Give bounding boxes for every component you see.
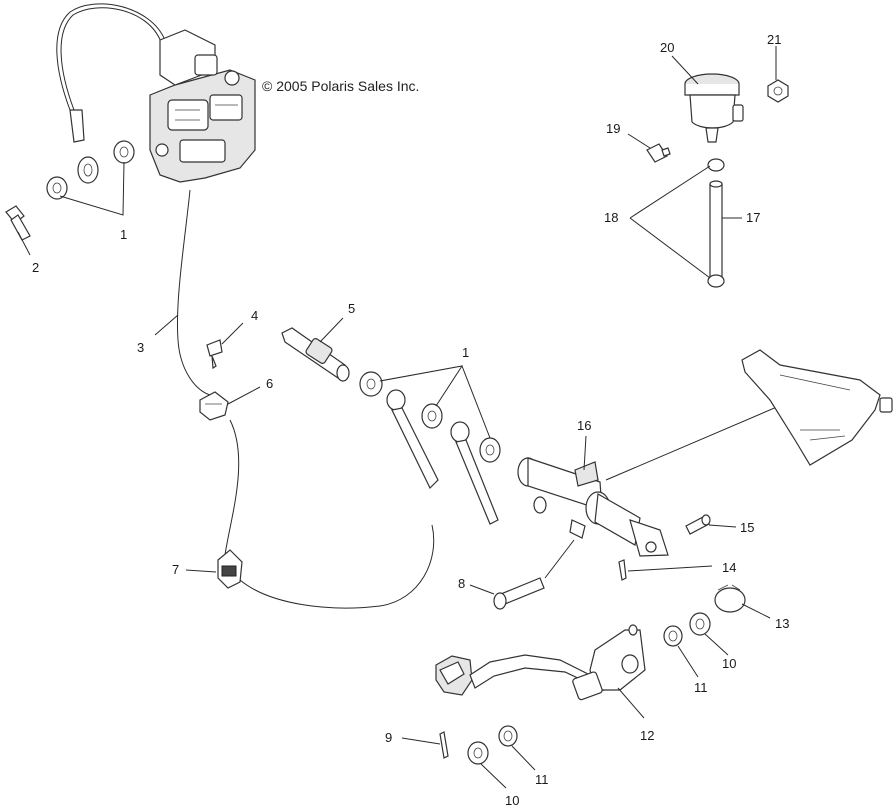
bushing bbox=[663, 625, 683, 647]
callout-3: 3 bbox=[137, 340, 144, 355]
cotter-pin bbox=[618, 559, 627, 581]
banjo-fitting-hose bbox=[386, 389, 499, 525]
crush-washer bbox=[421, 403, 443, 429]
rear-master-cylinder bbox=[517, 457, 669, 557]
callout-1: 1 bbox=[120, 227, 127, 242]
pivot-bolt bbox=[493, 577, 545, 610]
crush-washer bbox=[359, 371, 383, 397]
callout-7: 7 bbox=[172, 562, 179, 577]
brake-line bbox=[176, 189, 211, 396]
callout-9: 9 bbox=[385, 730, 392, 745]
nut bbox=[767, 79, 789, 103]
crush-washer bbox=[479, 437, 501, 463]
washer bbox=[689, 612, 711, 636]
bushing bbox=[498, 725, 518, 747]
hose-clamp bbox=[707, 158, 725, 288]
callout-6: 6 bbox=[266, 376, 273, 391]
banjo-bolt-long bbox=[281, 327, 350, 382]
callout-2: 2 bbox=[32, 260, 39, 275]
mounting-bracket bbox=[741, 349, 893, 466]
callout-11: 11 bbox=[535, 772, 549, 787]
callout-14: 14 bbox=[722, 560, 736, 575]
callout-12: 12 bbox=[640, 728, 654, 743]
callout-16: 16 bbox=[577, 418, 591, 433]
callout-1: 1 bbox=[462, 345, 469, 360]
crush-washer bbox=[113, 140, 135, 164]
callout-19: 19 bbox=[606, 121, 620, 136]
retaining-clip bbox=[714, 584, 746, 613]
master-cylinder-assembly bbox=[56, 3, 256, 184]
callout-10: 10 bbox=[722, 656, 736, 671]
brake-pedal bbox=[435, 624, 646, 701]
clevis-pin bbox=[685, 514, 711, 535]
fluid-reservoir bbox=[684, 73, 744, 143]
crush-washer bbox=[46, 176, 68, 200]
callout-20: 20 bbox=[660, 40, 674, 55]
brake-line-lower bbox=[224, 419, 240, 556]
callout-8: 8 bbox=[458, 576, 465, 591]
callout-11: 11 bbox=[694, 680, 708, 695]
banjo-bolt bbox=[5, 205, 31, 241]
callout-21: 21 bbox=[767, 32, 781, 47]
callout-4: 4 bbox=[251, 308, 258, 323]
callout-5: 5 bbox=[348, 301, 355, 316]
washer bbox=[467, 741, 489, 765]
callout-10: 10 bbox=[505, 793, 519, 808]
cotter-pin bbox=[439, 731, 449, 759]
callout-13: 13 bbox=[775, 616, 789, 631]
push-clip bbox=[206, 339, 223, 370]
copyright-notice: © 2005 Polaris Sales Inc. bbox=[262, 78, 419, 94]
line-clamp-lower bbox=[217, 549, 243, 589]
reservoir-hose bbox=[709, 180, 723, 285]
screw bbox=[646, 143, 671, 163]
callout-18: 18 bbox=[604, 210, 618, 225]
callout-17: 17 bbox=[746, 210, 760, 225]
line-clamp bbox=[199, 391, 229, 421]
callout-15: 15 bbox=[740, 520, 754, 535]
